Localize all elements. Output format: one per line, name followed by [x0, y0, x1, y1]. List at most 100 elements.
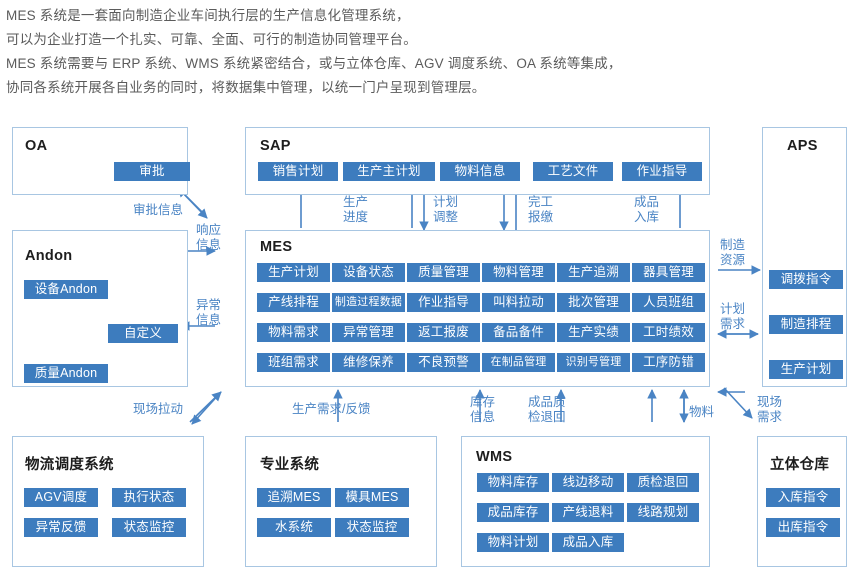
connector-response-info-line1: 响应 [196, 223, 222, 237]
connector-production-progress-line1: 生产 [343, 195, 369, 209]
box-andon-title: Andon [25, 248, 73, 264]
connector-response-info-line2: 信息 [196, 238, 222, 252]
connector-manufacturing-resource-line1: 制造 [720, 238, 746, 252]
tag-mes-r4c6[interactable]: 工序防错 [632, 353, 705, 372]
intro-paragraph: MES 系统是一套面向制造企业车间执行层的生产信息化管理系统， 可以为企业打造一… [6, 4, 851, 100]
connector-approval-info: 审批信息 [133, 203, 184, 217]
tag-logistics-exception-feedback[interactable]: 异常反馈 [24, 518, 98, 537]
tag-mes-r4c1[interactable]: 班组需求 [257, 353, 330, 372]
tag-andon-quality[interactable]: 质量Andon [24, 364, 108, 383]
tag-mes-r2c5[interactable]: 批次管理 [557, 293, 630, 312]
connector-exception-info-line2: 信息 [196, 313, 222, 327]
tag-mes-r4c5[interactable]: 识别号管理 [557, 353, 630, 372]
connector-quality-return-line1: 成品质 [528, 395, 566, 409]
box-aps[interactable]: APS 调拨指令 制造排程 生产计划 [762, 127, 847, 387]
tag-mes-r3c6[interactable]: 工时绩效 [632, 323, 705, 342]
connector-production-progress-line2: 进度 [343, 210, 369, 224]
tag-warehouse-inbound[interactable]: 入库指令 [766, 488, 840, 507]
tag-mes-r4c4[interactable]: 在制品管理 [482, 353, 555, 372]
architecture-diagram: OA 审批 SAP 销售计划 生产主计划 物料信息 工艺文件 作业指导 APS … [0, 110, 859, 586]
box-wms[interactable]: WMS 物料库存 线边移动 质检退回 成品库存 产线退料 线路规划 物料计划 成… [461, 436, 710, 567]
tag-wms-line-move[interactable]: 线边移动 [552, 473, 624, 492]
tag-mes-r1c2[interactable]: 设备状态 [332, 263, 405, 282]
tag-mes-r1c5[interactable]: 生产追溯 [557, 263, 630, 282]
tag-oa-approval[interactable]: 审批 [114, 162, 190, 181]
tag-mes-r4c2[interactable]: 维修保养 [332, 353, 405, 372]
box-andon[interactable]: Andon 设备Andon 自定义 质量Andon [12, 230, 188, 387]
tag-aps-manufacturing-schedule[interactable]: 制造排程 [769, 315, 843, 334]
tag-logistics-agv[interactable]: AGV调度 [24, 488, 98, 507]
box-oa-title: OA [25, 138, 48, 154]
tag-wms-line-return[interactable]: 产线退料 [552, 503, 624, 522]
intro-line-1: MES 系统是一套面向制造企业车间执行层的生产信息化管理系统， [6, 8, 410, 23]
connector-exception-info-line1: 异常 [196, 298, 222, 312]
tag-mes-r2c3[interactable]: 作业指导 [407, 293, 480, 312]
box-professional-title: 专业系统 [260, 457, 320, 473]
tag-sap-process-doc[interactable]: 工艺文件 [533, 162, 613, 181]
tag-mes-r2c4[interactable]: 叫料拉动 [482, 293, 555, 312]
tag-mes-r3c5[interactable]: 生产实绩 [557, 323, 630, 342]
connector-plan-adjust-line1: 计划 [433, 195, 459, 209]
tag-prof-status-monitor[interactable]: 状态监控 [335, 518, 409, 537]
box-logistics-title: 物流调度系统 [25, 457, 114, 473]
tag-wms-material-stock[interactable]: 物料库存 [477, 473, 549, 492]
tag-mes-r3c3[interactable]: 返工报废 [407, 323, 480, 342]
intro-line-3: MES 系统需要与 ERP 系统、WMS 系统紧密结合，或与立体仓库、AGV 调… [6, 56, 622, 71]
tag-mes-r2c2[interactable]: 制造过程数据 [332, 293, 405, 312]
tag-mes-r3c4[interactable]: 备品备件 [482, 323, 555, 342]
tag-mes-r2c1[interactable]: 产线排程 [257, 293, 330, 312]
tag-sap-material-info[interactable]: 物料信息 [440, 162, 520, 181]
tag-mes-r1c4[interactable]: 物料管理 [482, 263, 555, 282]
tag-prof-mold-mes[interactable]: 模具MES [335, 488, 409, 507]
tag-mes-r3c2[interactable]: 异常管理 [332, 323, 405, 342]
connector-stock-info-line2: 信息 [470, 410, 496, 424]
connector-site-demand-line1: 现场 [757, 395, 783, 409]
tag-logistics-status-monitor[interactable]: 状态监控 [112, 518, 186, 537]
intro-line-4: 协同各系统开展各自业务的同时，将数据集中管理，以统一门户呈现到管理层。 [6, 80, 486, 95]
tag-sap-master-plan[interactable]: 生产主计划 [343, 162, 435, 181]
tag-wms-qc-return[interactable]: 质检退回 [627, 473, 699, 492]
connector-plan-adjust-line2: 调整 [433, 210, 459, 224]
box-logistics-dispatch[interactable]: 物流调度系统 AGV调度 执行状态 异常反馈 状态监控 [12, 436, 204, 567]
tag-warehouse-outbound[interactable]: 出库指令 [766, 518, 840, 537]
box-warehouse-title: 立体仓库 [770, 457, 830, 473]
box-mes[interactable]: MES 生产计划 设备状态 质量管理 物料管理 生产追溯 器具管理 产线排程 制… [245, 230, 710, 387]
connector-finished-inbound-line2: 入库 [634, 210, 660, 224]
tag-andon-custom[interactable]: 自定义 [108, 324, 178, 343]
connector-completion-report-line2: 报缴 [528, 210, 554, 224]
connector-completion-report-line1: 完工 [528, 195, 554, 209]
box-oa[interactable]: OA 审批 [12, 127, 190, 195]
tag-mes-r3c1[interactable]: 物料需求 [257, 323, 330, 342]
tag-aps-production-plan[interactable]: 生产计划 [769, 360, 843, 379]
intro-line-2: 可以为企业打造一个扎实、可靠、全面、可行的制造协同管理平台。 [6, 32, 417, 47]
tag-mes-r1c3[interactable]: 质量管理 [407, 263, 480, 282]
connector-plan-demand-line1: 计划 [720, 302, 746, 316]
tag-wms-route-plan[interactable]: 线路规划 [627, 503, 699, 522]
box-mes-title: MES [260, 239, 293, 255]
tag-prof-water-system[interactable]: 水系统 [257, 518, 331, 537]
box-sap[interactable]: SAP 销售计划 生产主计划 物料信息 工艺文件 作业指导 [245, 127, 710, 195]
tag-andon-equipment[interactable]: 设备Andon [24, 280, 108, 299]
tag-aps-transfer-order[interactable]: 调拨指令 [769, 270, 843, 289]
connector-quality-return-line2: 检退回 [528, 410, 566, 424]
tag-wms-finished-stock[interactable]: 成品库存 [477, 503, 549, 522]
tag-mes-r1c6[interactable]: 器具管理 [632, 263, 705, 282]
box-stereo-warehouse[interactable]: 立体仓库 入库指令 出库指令 [757, 436, 847, 567]
tag-mes-r4c3[interactable]: 不良预警 [407, 353, 480, 372]
tag-logistics-exec-status[interactable]: 执行状态 [112, 488, 186, 507]
connector-finished-inbound-line1: 成品 [634, 195, 660, 209]
tag-wms-material-plan[interactable]: 物料计划 [477, 533, 549, 552]
connector-stock-info-line1: 库存 [470, 395, 496, 409]
tag-mes-r1c1[interactable]: 生产计划 [257, 263, 330, 282]
tag-mes-r2c6[interactable]: 人员班组 [632, 293, 705, 312]
tag-sap-sales-plan[interactable]: 销售计划 [258, 162, 338, 181]
tag-wms-finished-inbound[interactable]: 成品入库 [552, 533, 624, 552]
box-wms-title: WMS [476, 449, 513, 465]
tag-sap-work-instruction[interactable]: 作业指导 [622, 162, 702, 181]
tag-prof-trace-mes[interactable]: 追溯MES [257, 488, 331, 507]
connector-production-demand-feedback: 生产需求/反馈 [292, 402, 371, 416]
box-professional-system[interactable]: 专业系统 追溯MES 模具MES 水系统 状态监控 [245, 436, 437, 567]
box-sap-title: SAP [260, 138, 291, 154]
connector-plan-demand-line2: 需求 [720, 317, 746, 331]
connector-site-pull: 现场拉动 [133, 402, 184, 416]
